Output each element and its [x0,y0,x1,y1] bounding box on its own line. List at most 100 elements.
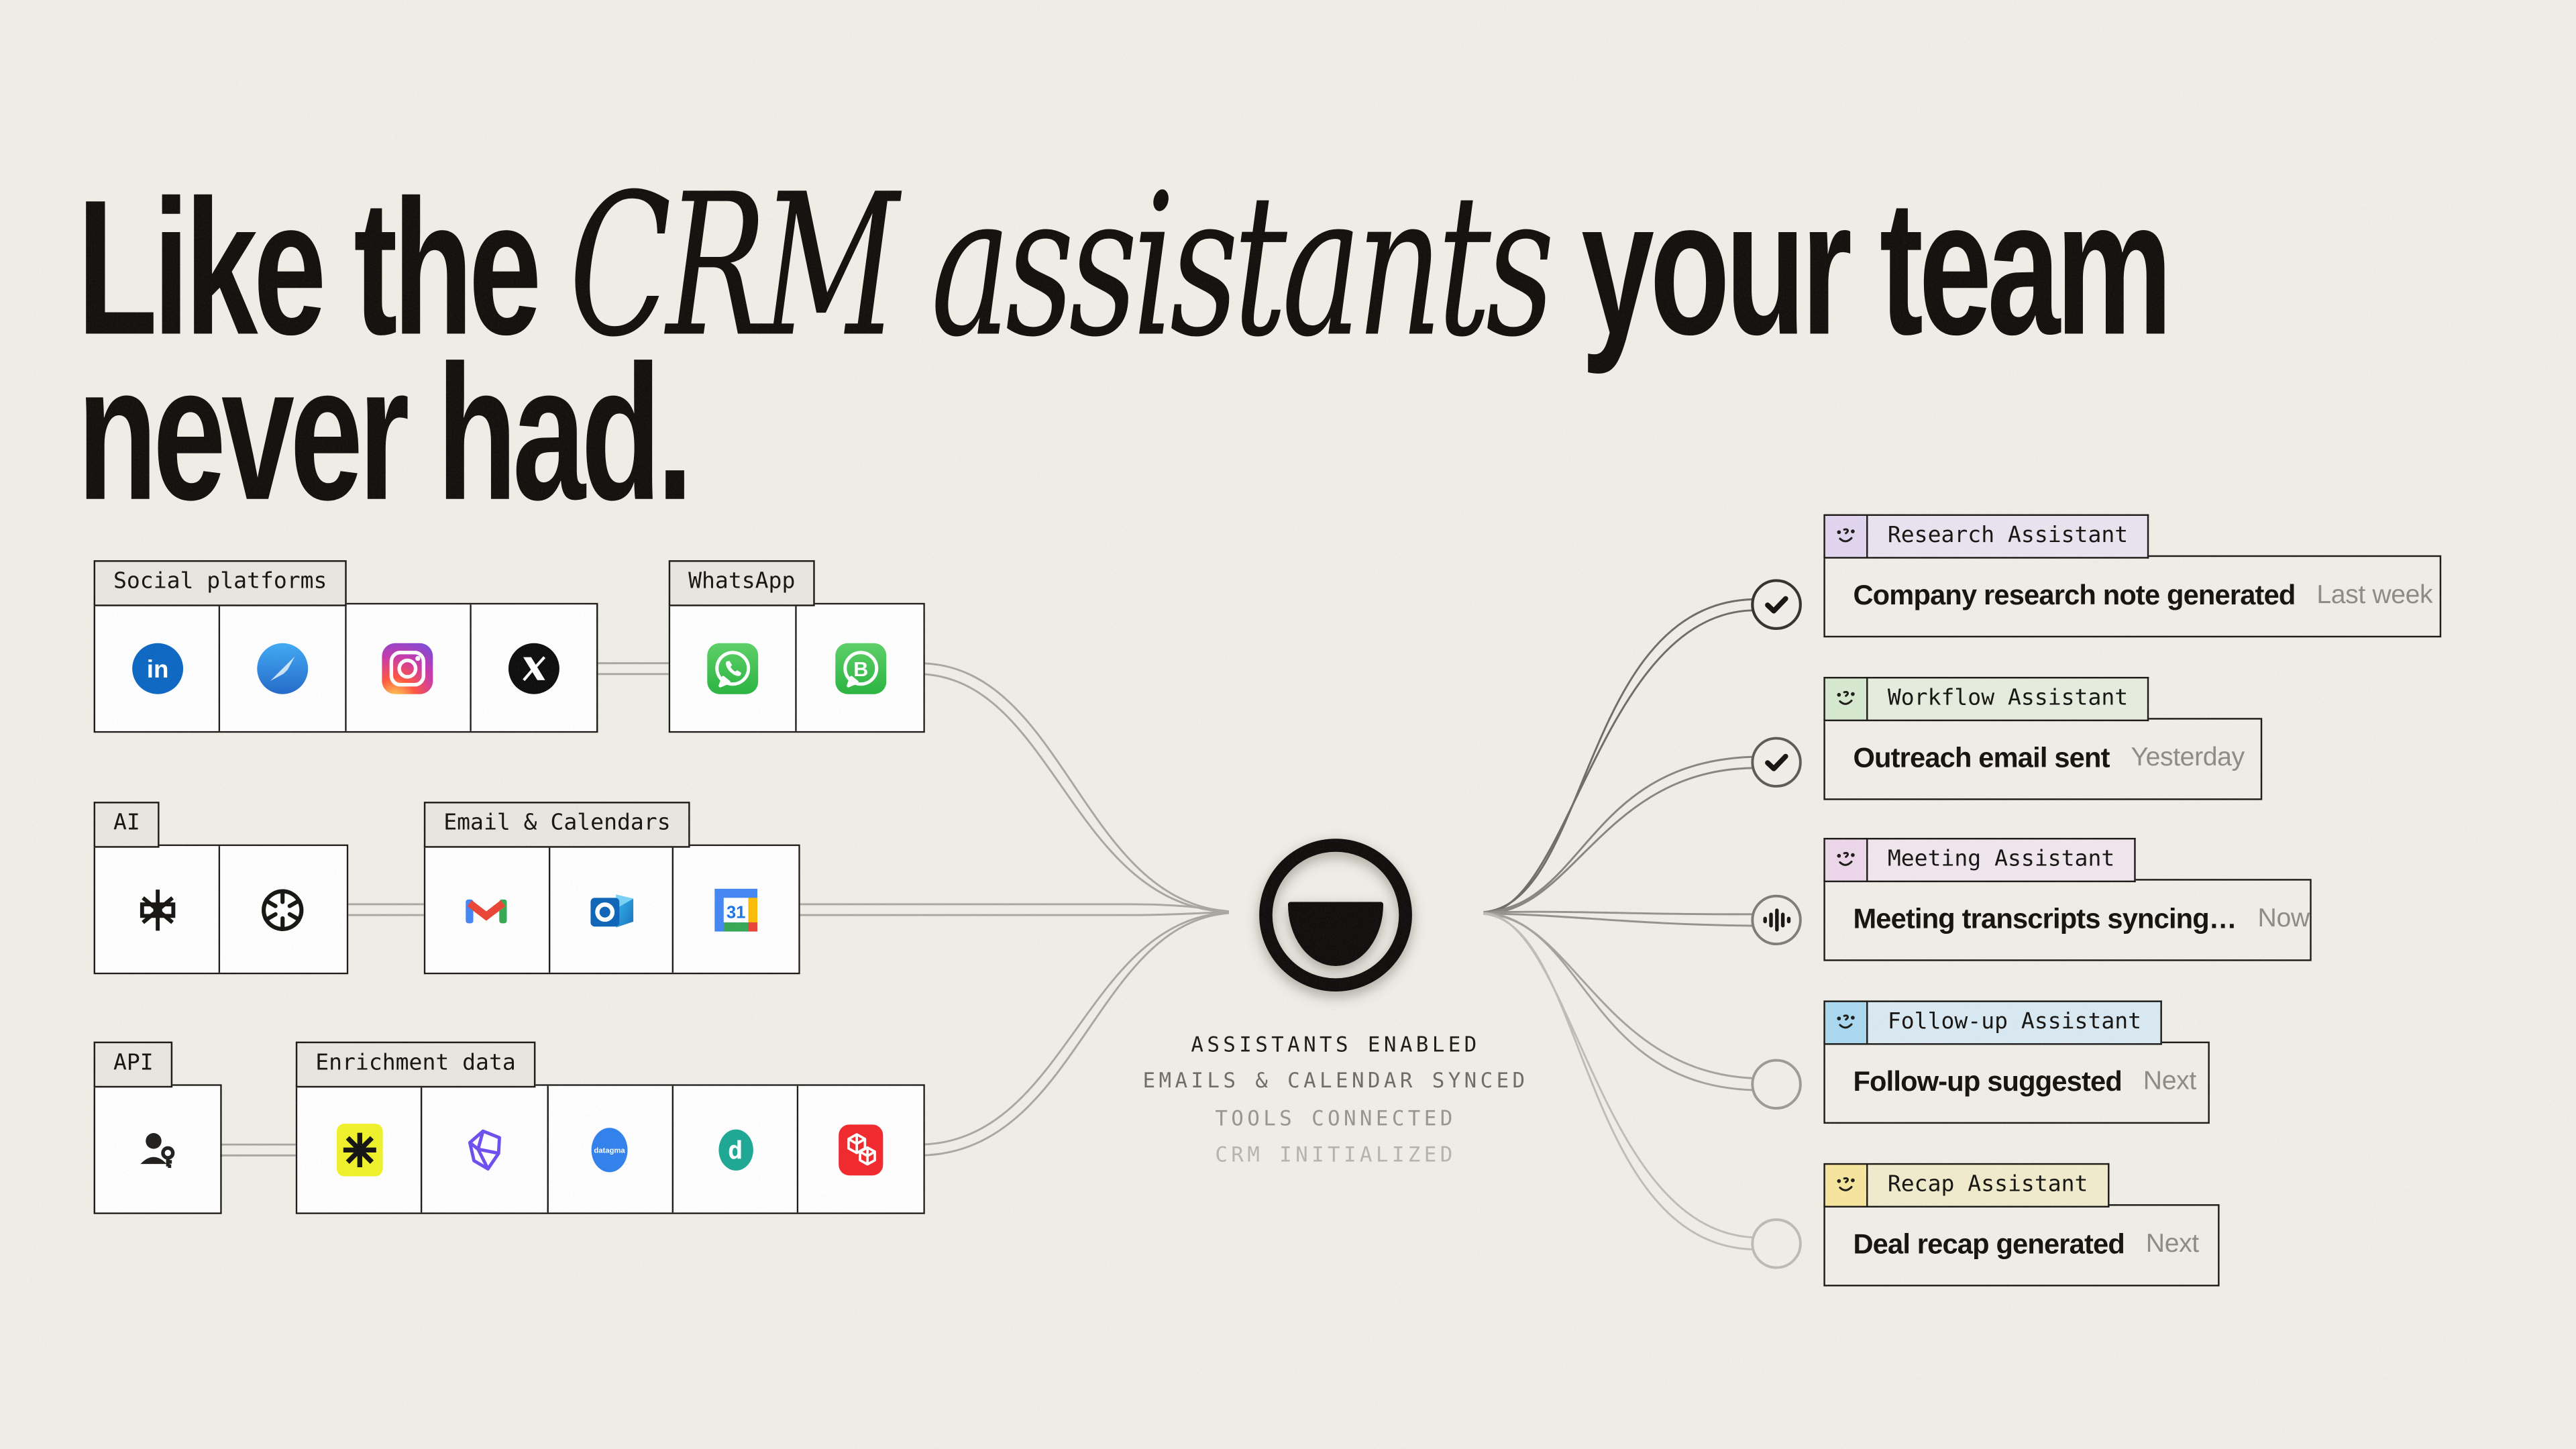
outlook-icon [590,894,634,928]
google-calendar-icon: 31 [714,888,758,932]
integration-cell [220,847,346,973]
integration-cell: datagma [547,1086,674,1214]
assistant-status: Meeting transcripts syncing… [1853,904,2237,936]
card-tab: Meeting Assistant [1823,837,2137,883]
group-icon-row: 31 [423,845,800,975]
card-body: Outreach email sent Yesterday [1823,718,2263,801]
purple-polygon-icon [468,1129,501,1171]
assistant-face-icon [1823,514,1868,559]
group-label: WhatsApp [668,560,815,606]
card-workflow-assistant[interactable]: Workflow Assistant Outreach email sent Y… [1823,676,2263,801]
assistant-face-icon [1823,676,1868,722]
integration-cell [220,605,346,732]
node-followup-pending-icon [1751,1059,1802,1110]
ai-star-icon [140,889,175,931]
node-recap-pending-icon [1751,1218,1802,1269]
assistant-status: Company research note generated [1853,580,2296,612]
integration-cell [95,1086,221,1214]
svg-text:B: B [853,658,868,681]
card-tab: Research Assistant [1823,514,2150,559]
node-workflow-check-icon [1751,737,1802,788]
smile-logo [1259,839,1412,991]
svg-text:in: in [146,655,168,683]
card-body: Company research note generated Last wee… [1823,555,2442,639]
group-ai: AI [93,802,348,975]
svg-text:datagma: datagma [594,1146,626,1155]
x-twitter-icon [508,643,559,694]
wire-to-meeting [1483,910,1753,927]
headline-post: your team [1549,160,2173,376]
dropcontact-icon: d [718,1129,753,1171]
assistant-face-icon [1823,1000,1868,1045]
group-icon-row: B [668,603,926,734]
group-api: API [93,1041,223,1215]
card-recap-assistant[interactable]: Recap Assistant Deal recap generated Nex… [1823,1163,2220,1287]
assistant-time: Last week [2316,582,2433,610]
group-label: AI [93,802,160,848]
assistant-label: Follow-up Assistant [1868,1000,2163,1045]
card-research-assistant[interactable]: Research Assistant Company research note… [1823,514,2442,639]
card-tab: Workflow Assistant [1823,676,2150,722]
assistant-status: Deal recap generated [1853,1229,2125,1261]
assistant-label: Research Assistant [1868,514,2150,559]
integration-cell [549,847,675,973]
integration-cell: 31 [674,847,799,973]
assistant-face-icon [1823,837,1868,883]
card-tab: Follow-up Assistant [1823,1000,2163,1045]
integration-cell: B [797,605,924,732]
openai-icon [262,889,305,931]
group-label: Enrichment data [295,1041,536,1088]
group-social-platforms: Social platforms in [93,560,598,734]
whatsapp-icon [707,643,759,694]
group-label: Email & Calendars [423,802,690,848]
group-label: API [93,1041,174,1088]
svg-text:d: d [727,1136,742,1165]
node-research-check-icon [1751,579,1802,631]
integration-cell [798,1086,924,1214]
group-icon-row [93,845,348,975]
status-line: EMAILS & CALENDAR SYNCED [1142,1068,1529,1093]
svg-text:31: 31 [727,903,746,922]
assistant-time: Next [2143,1068,2196,1097]
headline-line2: never had. [77,325,693,541]
group-label: Social platforms [93,560,347,606]
group-icon-row: datagma d [295,1085,926,1215]
instagram-icon [382,643,433,694]
integration-cell: d [673,1086,799,1214]
integration-cell [345,605,472,732]
gmail-icon [466,899,508,924]
headline-italic: CRM assistants [569,153,1554,382]
status-line: CRM INITIALIZED [1215,1142,1456,1167]
card-meeting-assistant[interactable]: Meeting Assistant Meeting transcripts sy… [1823,837,2312,962]
integration-cell [423,1086,548,1214]
wire-to-research [1483,598,1753,914]
hub-status-list: ASSISTANTS ENABLED EMAILS & CALENDAR SYN… [1007,1027,1664,1174]
safari-icon [257,643,309,694]
card-body: Follow-up suggested Next [1823,1042,2210,1125]
whatsapp-business-icon: B [835,643,886,694]
assistant-time: Now [2257,906,2310,934]
status-line: TOOLS CONNECTED [1215,1105,1456,1130]
assistant-status: Follow-up suggested [1853,1067,2122,1098]
card-body: Deal recap generated Next [1823,1205,2220,1287]
integration-cell [95,847,221,973]
group-icon-row [93,1085,223,1215]
group-icon-row: in [93,603,598,734]
linkedin-icon: in [131,643,183,694]
assistant-face-icon [1823,1163,1868,1208]
clay-asterisk-icon [336,1123,382,1177]
card-followup-assistant[interactable]: Follow-up Assistant Follow-up suggested … [1823,1000,2210,1125]
integration-cell: in [95,605,221,732]
integration-cell [471,605,597,732]
integration-cell [670,605,798,732]
integration-cell [297,1086,423,1214]
assistant-label: Recap Assistant [1868,1163,2110,1208]
card-tab: Recap Assistant [1823,1163,2110,1208]
assistant-time: Yesterday [2131,745,2245,773]
card-body: Meeting transcripts syncing… Now [1823,879,2312,962]
group-email-calendars: Email & Calendars [423,802,800,975]
node-meeting-waveform-icon [1751,894,1802,946]
